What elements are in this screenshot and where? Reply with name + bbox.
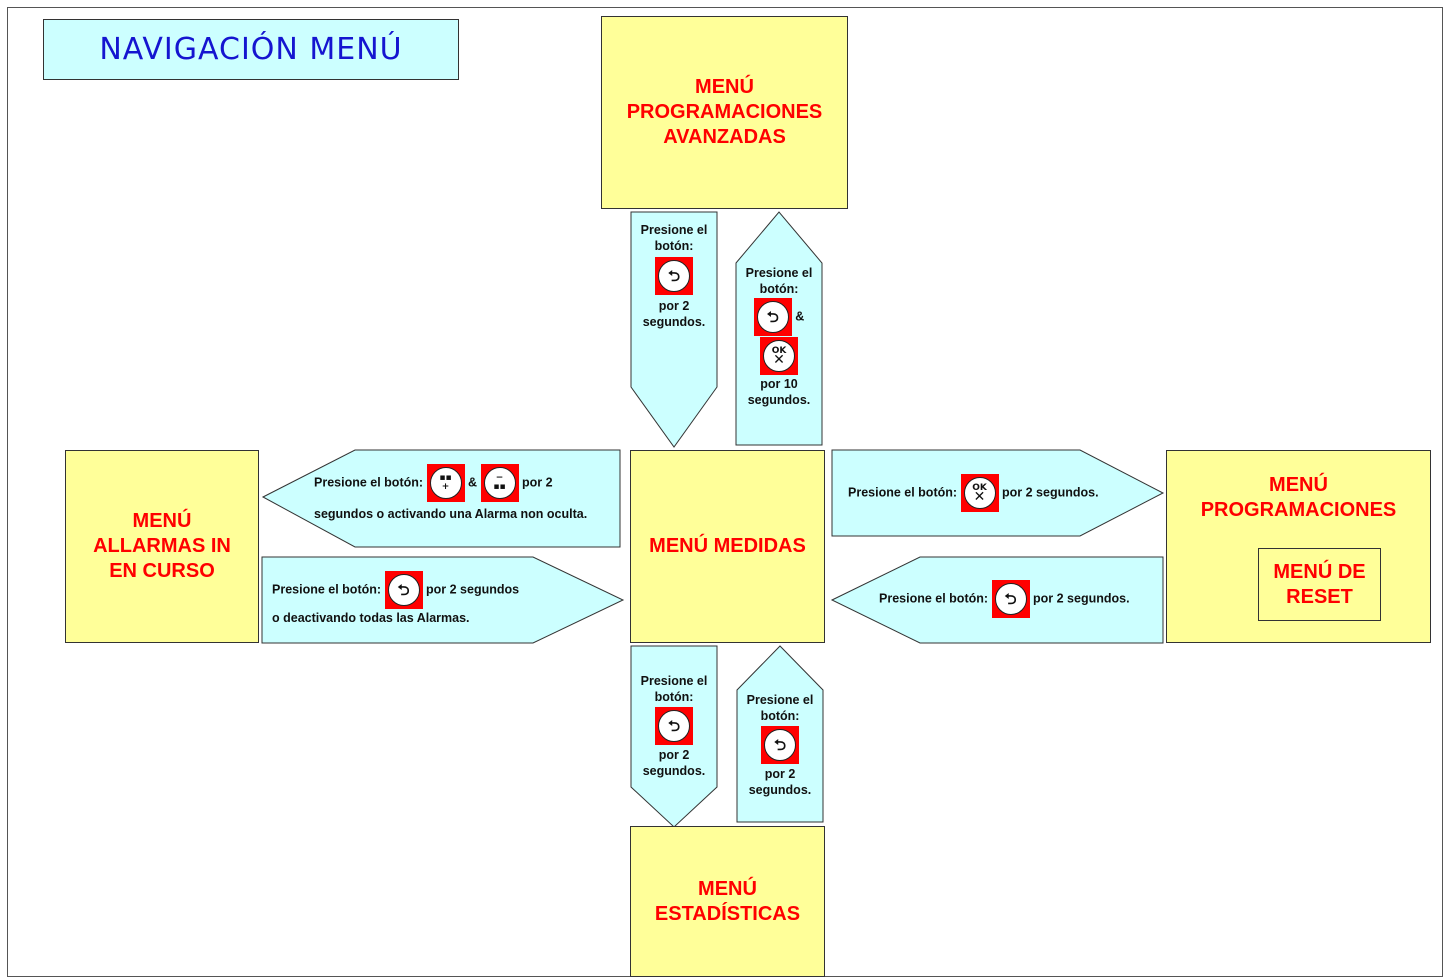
instruction-right-bottom: Presione el botón: ⮌ por 2 segundos. xyxy=(879,580,1130,618)
ok-tool-button-icon: OK✕ xyxy=(760,337,798,375)
back-button-icon: ⮌ xyxy=(753,298,792,336)
menu-label: MENÚ xyxy=(698,877,757,900)
instruction-text: Presione el botón: xyxy=(879,591,989,606)
instruction-top-down: Presione el botón: ⮌ por 2 segundos. xyxy=(631,222,717,330)
instruction-text: segundos o activando una Alarma non ocul… xyxy=(314,507,588,521)
back-button-icon: ⮌ xyxy=(655,257,693,295)
instruction-text: Presione el xyxy=(745,266,813,280)
instruction-text: por 10 xyxy=(760,377,798,391)
menu-measures[interactable]: MENÚ MEDIDAS xyxy=(630,450,825,643)
menu-alarms[interactable]: MENÚ ALLARMAS IN EN CURSO xyxy=(65,450,259,643)
instruction-text: segundos. xyxy=(642,315,706,329)
instruction-text: Presione el botón: xyxy=(848,485,958,500)
instruction-top-up: Presione el botón: ⮌ & OK✕ por 10 segund… xyxy=(736,265,822,408)
arrow-alarms-to-measures xyxy=(261,556,625,644)
menu-label: MENÚ xyxy=(1269,474,1328,496)
instruction-bottom-down: Presione el botón: ⮌ por 2 segundos. xyxy=(631,673,717,779)
menu-programs[interactable]: MENÚ PROGRAMACIONES xyxy=(1166,450,1431,643)
page-title: NAVIGACIÓN MENÚ xyxy=(43,19,459,80)
menu-advanced-programs[interactable]: MENÚ PROGRAMACIONES AVANZADAS xyxy=(601,16,848,209)
back-button-icon: ⮌ xyxy=(761,726,799,764)
instruction-text: segundos. xyxy=(748,783,812,797)
instruction-text: Presione el botón: xyxy=(272,582,382,597)
back-button-icon: ⮌ xyxy=(384,571,423,609)
instruction-text: Presione el xyxy=(640,223,708,237)
instruction-text: & xyxy=(468,475,478,490)
menu-label: MENÚ DE xyxy=(1273,560,1366,583)
menu-label: MENÚ xyxy=(132,510,192,532)
back-button-icon: ⮌ xyxy=(655,707,693,745)
menu-label: MENÚ xyxy=(695,76,754,98)
instruction-text: botón: xyxy=(760,709,800,723)
arrow-advanced-to-measures xyxy=(630,211,718,448)
menu-label: MENÚ MEDIDAS xyxy=(649,535,806,557)
instruction-text: por 2 segundos xyxy=(426,582,520,597)
menu-label: ALLARMAS IN xyxy=(93,535,231,557)
instruction-text: Presione el xyxy=(640,674,708,688)
instruction-text: botón: xyxy=(759,282,799,296)
menu-label: ESTADÍSTICAS xyxy=(654,902,801,925)
instruction-text: & xyxy=(795,309,805,324)
instruction-left-bottom: Presione el botón: ⮌ por 2 segundos o de… xyxy=(272,571,519,626)
instruction-text: por 2 xyxy=(658,299,690,313)
instruction-text: por 2 xyxy=(522,475,553,490)
menu-label: PROGRAMACIONES xyxy=(626,101,823,123)
menu-statistics[interactable]: MENÚ ESTADÍSTICAS xyxy=(630,826,825,977)
instruction-text: segundos. xyxy=(747,393,811,407)
menu-label: PROGRAMACIONES xyxy=(1200,499,1397,521)
minus-button-icon: −▪▪ xyxy=(480,464,519,502)
instruction-text: por 2 xyxy=(658,748,690,762)
instruction-text: por 2 xyxy=(764,767,796,781)
menu-label: EN CURSO xyxy=(109,560,215,582)
back-button-icon: ⮌ xyxy=(991,580,1030,618)
instruction-right-top: Presione el botón: OK✕ por 2 segundos. xyxy=(848,474,1099,512)
menu-label: RESET xyxy=(1286,585,1353,608)
instruction-text: botón: xyxy=(654,690,694,704)
instruction-text: Presione el botón: xyxy=(314,475,424,490)
plus-button-icon: ▪▪+ xyxy=(426,464,465,502)
instruction-text: botón: xyxy=(654,239,694,253)
instruction-text: Presione el xyxy=(746,693,814,707)
menu-reset[interactable]: MENÚ DE RESET xyxy=(1258,548,1381,621)
instruction-bottom-up: Presione el botón: ⮌ por 2 segundos. xyxy=(737,692,823,798)
instruction-text: por 2 segundos. xyxy=(1033,591,1130,606)
ok-tool-button-icon: OK✕ xyxy=(960,474,999,512)
instruction-left-top: Presione el botón: ▪▪+ & −▪▪ por 2 segun… xyxy=(314,464,587,522)
menu-label: AVANZADAS xyxy=(663,126,786,148)
instruction-text: o deactivando todas las Alarmas. xyxy=(272,611,470,625)
instruction-text: segundos. xyxy=(642,764,706,778)
instruction-text: por 2 segundos. xyxy=(1002,485,1099,500)
